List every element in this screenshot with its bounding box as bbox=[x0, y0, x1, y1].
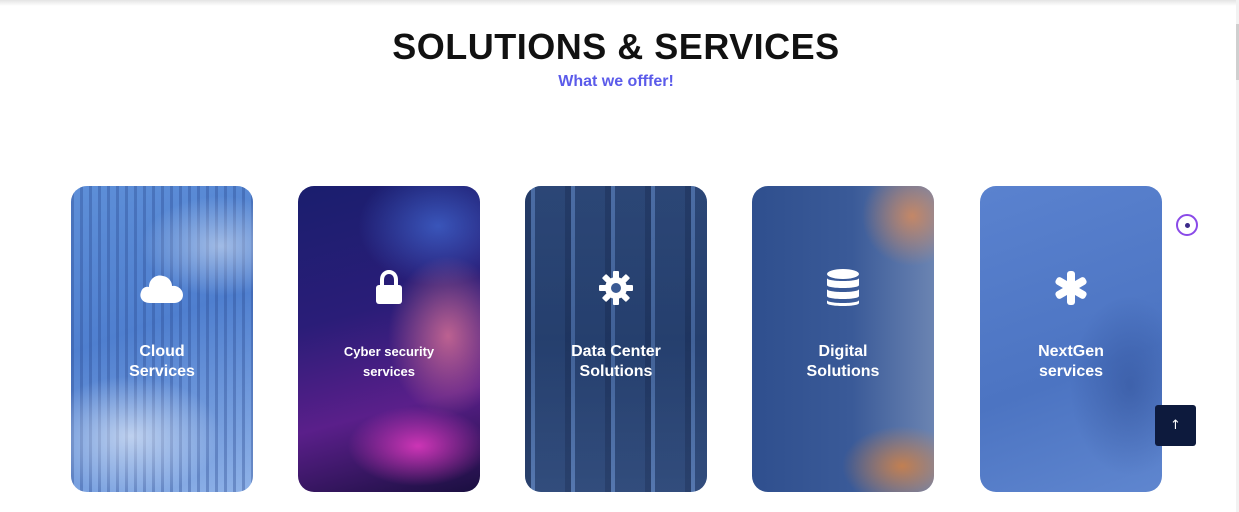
section-subtitle: What we offfer! bbox=[558, 73, 674, 90]
card-nextgen-services[interactable]: NextGen services bbox=[980, 186, 1162, 492]
card-background-image bbox=[525, 186, 707, 492]
indicator-dot bbox=[1184, 222, 1190, 228]
card-label: Data Center Solutions bbox=[571, 343, 661, 380]
database-icon bbox=[752, 268, 934, 308]
card-data-center-solutions[interactable]: Data Center Solutions bbox=[525, 186, 707, 492]
card-label: Cyber security services bbox=[343, 344, 435, 379]
card-label: Digital Solutions bbox=[806, 343, 880, 380]
cloud-icon bbox=[71, 268, 253, 308]
card-cyber-security-services[interactable]: Cyber security services bbox=[298, 186, 480, 492]
section-title: SOLUTIONS & SERVICES bbox=[392, 26, 840, 67]
card-background-image bbox=[752, 186, 934, 492]
back-to-top-button[interactable]: ↑ bbox=[1155, 405, 1196, 446]
card-background-image bbox=[298, 186, 480, 492]
scrollbar-thumb[interactable] bbox=[1236, 24, 1239, 80]
card-background-image bbox=[980, 186, 1162, 492]
card-digital-solutions[interactable]: Digital Solutions bbox=[752, 186, 934, 492]
card-background-image bbox=[71, 186, 253, 492]
asterisk-icon bbox=[980, 268, 1162, 308]
card-label: NextGen services bbox=[1038, 343, 1104, 380]
card-cloud-services[interactable]: Cloud Services bbox=[71, 186, 253, 492]
arrow-up-icon: ↑ bbox=[1170, 418, 1181, 433]
lock-icon bbox=[298, 268, 480, 308]
carousel-indicator-button[interactable] bbox=[1176, 214, 1198, 236]
gear-icon bbox=[525, 268, 707, 308]
scrollbar-track[interactable] bbox=[1236, 0, 1239, 512]
header-shadow bbox=[0, 0, 1239, 6]
card-label: Cloud Services bbox=[129, 343, 195, 380]
